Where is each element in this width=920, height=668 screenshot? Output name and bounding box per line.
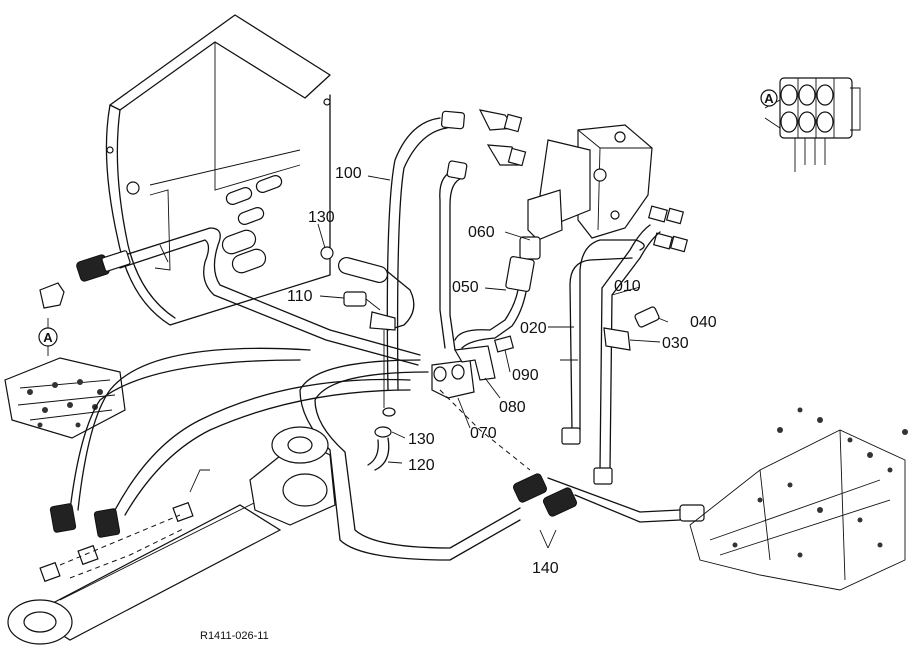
loader-frame — [105, 14, 331, 326]
callout-040: 040 — [690, 314, 717, 331]
callout-070: 070 — [470, 425, 497, 442]
callout-100: 100 — [335, 165, 362, 182]
callout-060: 060 — [468, 224, 495, 241]
drawing-code: R1411-026-11 — [200, 630, 269, 642]
callout-110: 110 — [287, 288, 313, 305]
callout-140: 140 — [532, 560, 559, 577]
callout-080: 080 — [499, 399, 526, 416]
reference-marker-a-left-label: A — [43, 330, 53, 345]
callout-030: 030 — [662, 335, 689, 352]
left-hoses — [39, 227, 421, 366]
pins-and-bushes — [221, 175, 283, 274]
clamps — [431, 335, 515, 399]
callout-090: 090 — [512, 367, 539, 384]
callout-010: 010 — [614, 278, 641, 295]
callout-120: 120 — [408, 457, 435, 474]
control-valve-left: A — [4, 318, 126, 439]
callout-020: 020 — [520, 320, 547, 337]
callout-130-upper: 130 — [308, 209, 335, 226]
control-valve-right: A — [760, 77, 861, 172]
reference-marker-a-right — [760, 89, 778, 107]
callout-labels: 010 020 030 040 050 060 070 080 090 100 … — [287, 165, 717, 577]
callout-050: 050 — [452, 279, 479, 296]
lift-cylinder — [7, 426, 336, 645]
leader-lines — [317, 175, 669, 464]
tractor-chassis — [689, 407, 908, 591]
reference-marker-a-right-label: A — [764, 91, 774, 106]
hose-120-assembly — [320, 246, 415, 471]
hose-group-upper — [386, 110, 535, 391]
hoses-140 — [69, 347, 705, 561]
pipes-010-020 — [561, 224, 661, 485]
valve-block — [478, 109, 689, 260]
callout-130-lower: 130 — [408, 431, 435, 448]
